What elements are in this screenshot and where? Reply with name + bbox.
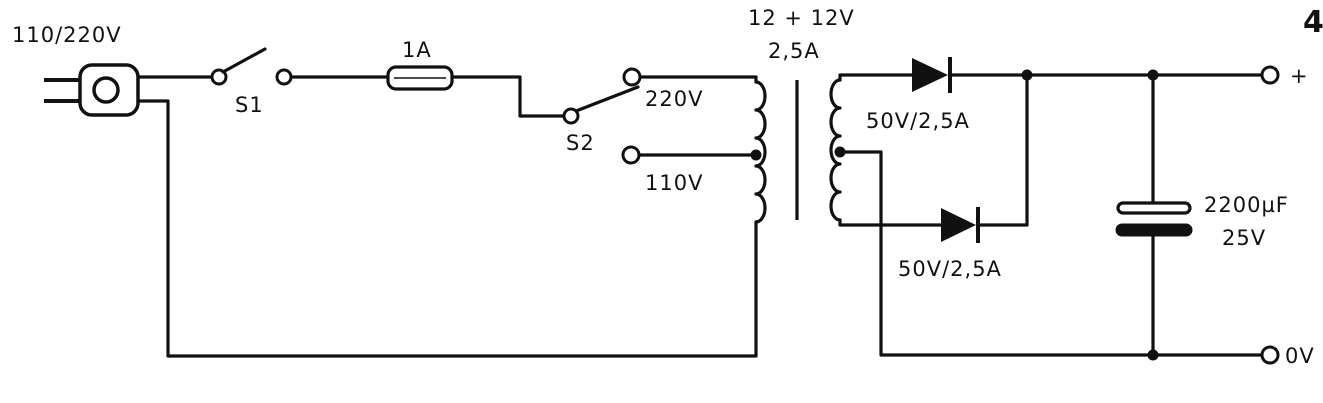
figure-number: 4	[1303, 5, 1323, 40]
switch-s2-label: S2	[566, 131, 595, 155]
mains-voltage-label: 110/220V	[12, 23, 122, 47]
wire-center-tap-to-ground	[838, 150, 1264, 357]
primary-winding	[754, 80, 767, 224]
switch-s1	[210, 47, 293, 86]
transformer-voltage-label: 12 + 12V	[748, 6, 855, 30]
diode-top-label: 50V/2,5A	[866, 109, 970, 133]
diode-top	[912, 57, 952, 93]
output-positive-label: +	[1290, 64, 1309, 88]
diode-bottom	[941, 207, 980, 243]
output-zero-label: 0V	[1285, 344, 1315, 368]
wire-220v-tap	[638, 75, 758, 84]
wire-fuse-to-s2	[450, 75, 566, 118]
mains-plug	[44, 63, 140, 117]
switch-s1-label: S1	[235, 93, 264, 117]
output-terminal-positive	[1260, 65, 1280, 85]
tap-220v-label: 220V	[645, 87, 703, 111]
transformer-current-label: 2,5A	[768, 39, 820, 63]
fuse-label: 1A	[402, 38, 432, 62]
output-terminal-zero	[1260, 345, 1280, 365]
wire-diode-bottom-to-rail	[976, 73, 1029, 227]
capacitor-voltage-label: 25V	[1222, 226, 1266, 250]
diode-bottom-label: 50V/2,5A	[898, 257, 1002, 281]
wire-neutral-return	[136, 99, 758, 358]
junction-primary-tap	[750, 149, 762, 161]
wire-secondary-bottom	[838, 218, 943, 227]
secondary-winding	[829, 78, 842, 222]
tap-110v-label: 110V	[645, 171, 703, 195]
capacitor-plate-negative	[1115, 223, 1193, 237]
capacitor-value-label: 2200µF	[1204, 193, 1289, 217]
wire-secondary-top	[838, 73, 914, 82]
capacitor-plate-positive	[1116, 201, 1192, 215]
